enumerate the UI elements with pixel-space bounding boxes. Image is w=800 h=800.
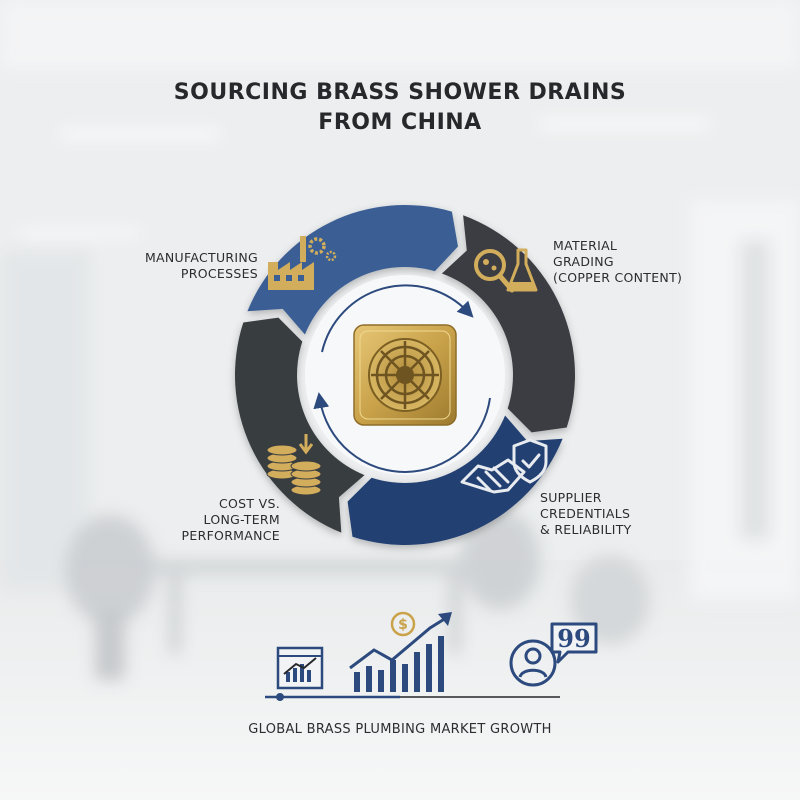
growth-bars-dollar-icon: $ (349, 611, 452, 692)
customer-feedback-icon: 99 (509, 622, 598, 687)
label-line: COST VS. (219, 496, 280, 511)
brass-drain-icon (353, 324, 457, 426)
label-line: GRADING (553, 254, 614, 269)
label-line: PROCESSES (180, 266, 258, 281)
page-title: SOURCING BRASS SHOWER DRAINS FROM CHINA (0, 78, 800, 138)
label-supplier-credentials: SUPPLIER CREDENTIALS & RELIABILITY (540, 490, 660, 538)
inner-arrow-bottom (313, 392, 491, 473)
cycle-segment-manufacturing (247, 205, 458, 335)
svg-text:99: 99 (557, 624, 590, 653)
handshake-shield-icon (460, 438, 548, 494)
label-manufacturing-processes: MANUFACTURING PROCESSES (128, 250, 258, 282)
chart-window-icon (276, 646, 324, 690)
inner-arrow-top (321, 284, 474, 353)
svg-text:$: $ (398, 617, 408, 633)
label-line: SUPPLIER (540, 490, 602, 505)
timeline-dot (276, 693, 284, 701)
label-line: MANUFACTURING (144, 250, 258, 265)
coin-stack-icon (266, 434, 322, 496)
title-line-1: SOURCING BRASS SHOWER DRAINS (173, 80, 627, 105)
label-line: CREDENTIALS (540, 506, 631, 521)
label-line: LONG-TERM (203, 512, 280, 527)
cycle-segment-supplier (347, 415, 563, 546)
cycle-segment-cost (234, 317, 365, 533)
factory-gear-icon (268, 236, 337, 290)
title-line-2: FROM CHINA (318, 110, 482, 135)
label-line: & RELIABILITY (540, 522, 632, 537)
label-line: PERFORMANCE (181, 528, 280, 543)
label-material-grading: MATERIAL GRADING (COPPER CONTENT) (553, 238, 713, 286)
label-line: (COPPER CONTENT) (553, 270, 683, 285)
label-line: MATERIAL (553, 238, 618, 253)
market-growth-caption: GLOBAL BRASS PLUMBING MARKET GROWTH (248, 722, 552, 737)
magnifier-flask-icon (474, 248, 538, 293)
label-cost-vs-performance: COST VS. LONG-TERM PERFORMANCE (150, 496, 280, 544)
